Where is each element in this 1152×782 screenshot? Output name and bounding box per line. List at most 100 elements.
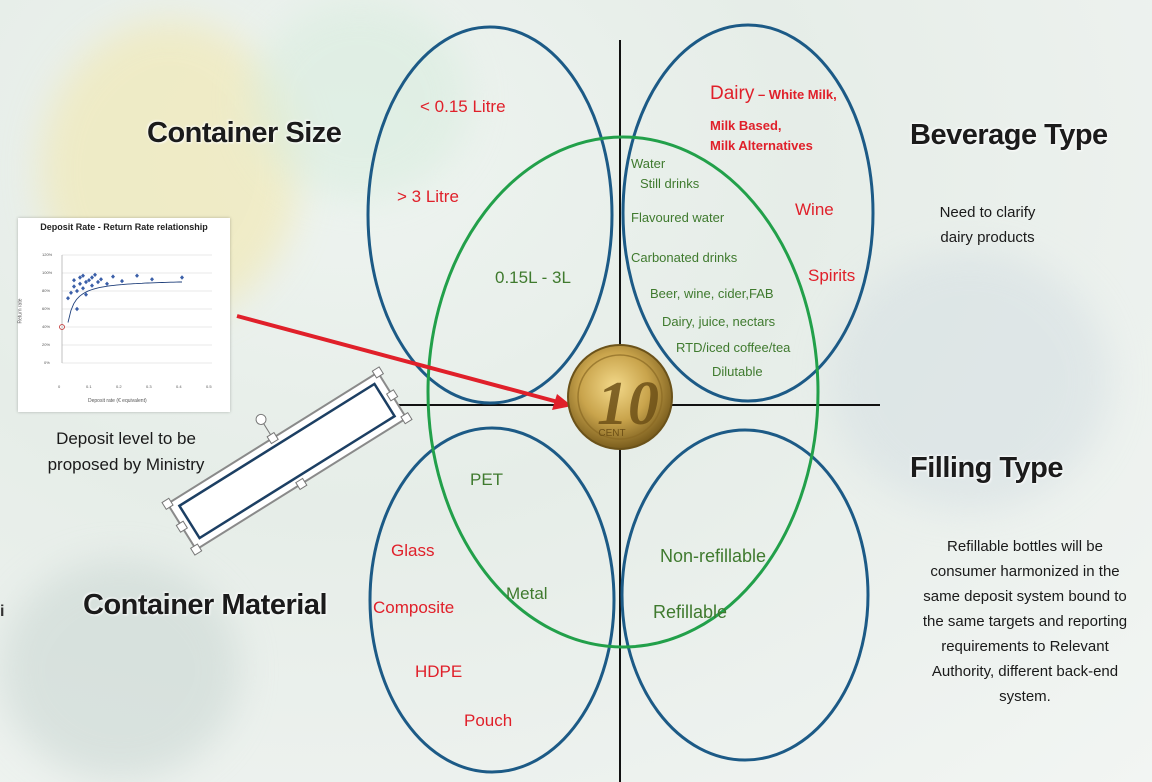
deposit-caption-line: Deposit level to be <box>56 429 196 448</box>
mini-chart-title: Deposit Rate - Return Rate relationship <box>40 222 208 232</box>
mini-y-tick: 20% <box>42 342 51 347</box>
bev-flavoured-water: Flavoured water <box>631 210 725 225</box>
mini-data-point <box>75 288 79 294</box>
mini-data-point <box>120 278 124 284</box>
heading-filling-type: Filling Type <box>910 452 1063 484</box>
filling-note-line: Authority, different back-end <box>931 663 1119 680</box>
mini-data-point <box>96 279 100 285</box>
size-small-label: < 0.15 Litre <box>420 97 506 116</box>
mini-data-point <box>78 275 82 280</box>
mini-x-axis-label: Deposit rate (€ equivalent) <box>88 398 147 404</box>
filling-note-line: Refillable bottles will be <box>947 538 1103 555</box>
arrow-head <box>552 394 572 410</box>
mini-x-tick: 0.3 <box>146 384 152 389</box>
coin-value: 10 <box>597 370 659 438</box>
mini-y-tick: 60% <box>42 306 51 311</box>
mini-data-point <box>75 306 79 312</box>
material-composite: Composite <box>373 598 455 617</box>
mini-data-point <box>84 279 88 285</box>
mini-data-point <box>105 281 109 286</box>
mini-data-point <box>78 281 82 286</box>
deposit-caption: Deposit level to be proposed by Ministry <box>20 426 232 478</box>
heading-beverage-type: Beverage Type <box>910 119 1108 151</box>
mini-outlier-point <box>59 324 65 330</box>
circle-beverage-type <box>621 23 875 403</box>
coin-unit: CENT <box>598 428 625 439</box>
bev-dilutable: Dilutable <box>712 364 763 379</box>
material-pouch: Pouch <box>464 711 513 730</box>
green-scope-circle <box>426 135 820 649</box>
bev-beer-wine: Beer, wine, cider,FAB <box>650 286 774 301</box>
mini-data-point <box>81 273 85 278</box>
dairy-label: Dairy – White Milk, <box>710 83 837 105</box>
rotated-textbox <box>161 366 413 556</box>
mini-y-tick: 120% <box>42 252 53 257</box>
dairy-milk-based-label: Milk Based, <box>710 118 782 133</box>
mini-data-point <box>180 275 184 280</box>
mini-x-tick: 0.5 <box>206 384 212 389</box>
beverage-note: Need to clarify dairy products <box>915 200 1060 250</box>
mini-trend-line <box>67 281 182 323</box>
bev-carbonated-drinks: Carbonated drinks <box>631 250 738 265</box>
filling-note: Refillable bottles will be consumer harm… <box>898 534 1152 709</box>
background-blob <box>250 0 470 200</box>
filling-note-line: same deposit system bound to <box>923 588 1127 605</box>
coin-inner <box>577 354 663 440</box>
arrow-line <box>236 314 559 404</box>
material-hdpe: HDPE <box>415 662 463 681</box>
mini-x-tick: 0.1 <box>86 384 92 389</box>
deposit-return-mini-chart: Deposit Rate - Return Rate relationship … <box>18 218 230 412</box>
mini-data-point <box>99 277 103 282</box>
size-mid-label: 0.15L - 3L <box>495 268 571 287</box>
mini-x-tick: 0.4 <box>176 384 182 389</box>
mini-y-tick: 40% <box>42 324 51 329</box>
edge-fragment-text: i <box>0 603 5 620</box>
mini-data-point <box>84 292 88 297</box>
mini-x-tick: 0.2 <box>116 384 122 389</box>
bev-water: Water <box>631 156 666 171</box>
mini-y-tick: 80% <box>42 288 51 293</box>
mini-data-point <box>90 275 94 280</box>
mini-data-point <box>93 272 97 277</box>
spirits-label: Spirits <box>808 266 856 285</box>
mini-data-point <box>72 284 76 289</box>
beverage-note-line: Need to clarify <box>939 204 1036 221</box>
bev-dairy-juice: Dairy, juice, nectars <box>662 314 776 329</box>
filling-note-line: the same targets and reporting <box>922 613 1128 630</box>
coin-outer <box>567 344 673 450</box>
mini-data-point <box>150 277 154 282</box>
mini-data-point <box>69 290 73 295</box>
deposit-caption-line: proposed by Ministry <box>47 455 205 474</box>
bev-rtd-coffee: RTD/iced coffee/tea <box>676 340 791 355</box>
filling-non-refillable: Non-refillable <box>660 546 767 566</box>
background-blob <box>830 250 1110 510</box>
bev-still-drinks: Still drinks <box>640 176 700 191</box>
mini-data-point <box>66 296 70 301</box>
material-metal: Metal <box>506 584 548 603</box>
background-blob <box>0 560 240 780</box>
filling-note-line: requirements to Relevant <box>941 638 1109 655</box>
circle-container-size <box>366 25 614 405</box>
dairy-milk-alternatives-label: Milk Alternatives <box>710 138 813 153</box>
mini-data-point <box>135 273 139 278</box>
mini-x-tick: 0 <box>58 384 61 389</box>
mini-data-point <box>87 278 91 283</box>
size-large-label: > 3 Litre <box>397 187 459 206</box>
material-pet: PET <box>470 470 504 489</box>
mini-data-point <box>81 286 85 291</box>
mini-data-point <box>72 278 76 283</box>
mini-y-tick: 0% <box>44 360 50 365</box>
filling-note-line: system. <box>999 688 1051 705</box>
circle-filling-type <box>620 428 870 762</box>
dairy-label-head: Dairy <box>710 83 755 104</box>
heading-container-material: Container Material <box>83 589 328 621</box>
mini-data-point <box>111 274 115 279</box>
wine-label: Wine <box>795 200 834 219</box>
material-glass: Glass <box>391 541 435 560</box>
circle-container-material <box>368 426 616 774</box>
beverage-note-line: dairy products <box>940 229 1035 246</box>
heading-container-size: Container Size <box>147 117 342 149</box>
dairy-label-tail: – White Milk, <box>754 87 837 102</box>
mini-chart-plot <box>59 254 212 364</box>
